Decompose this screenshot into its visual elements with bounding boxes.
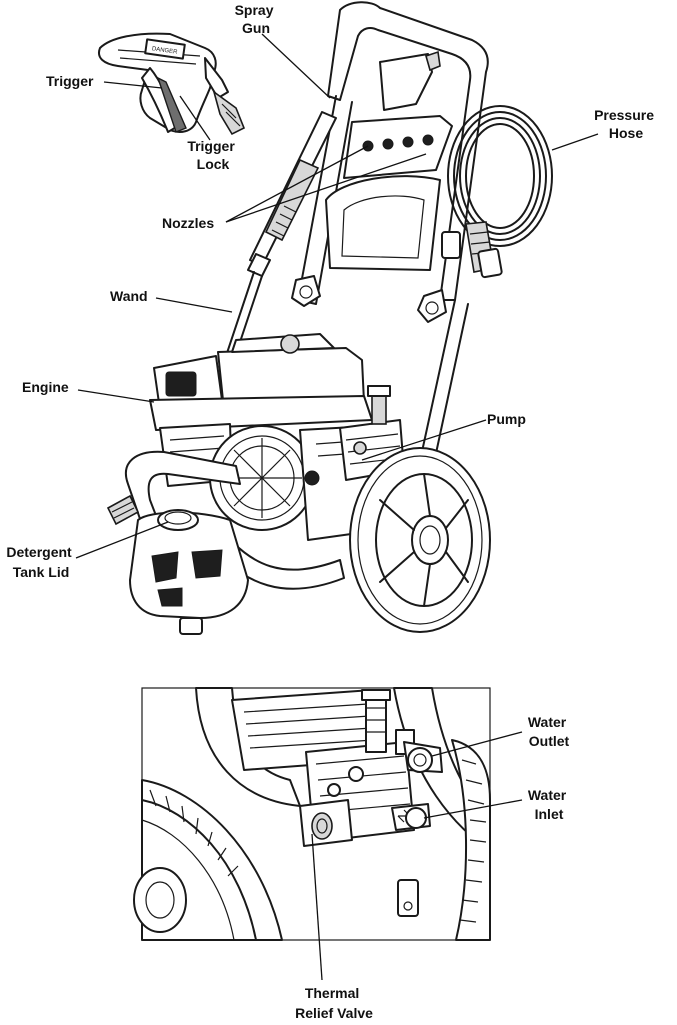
label-wand: Wand bbox=[110, 288, 148, 304]
detergent-tank bbox=[129, 509, 249, 635]
leader-wand bbox=[155, 297, 233, 313]
leader-lines bbox=[75, 33, 599, 981]
leader-spray-gun bbox=[261, 33, 331, 99]
label-pump: Pump bbox=[487, 411, 526, 427]
callout-labels: Spray Gun Trigger Trigger Lock Pressure … bbox=[6, 2, 658, 1021]
label-water-inlet: Water Inlet bbox=[528, 787, 570, 822]
frame-clamps bbox=[291, 275, 447, 323]
leader-detergent-tank-lid bbox=[75, 521, 169, 559]
leader-pressure-hose bbox=[551, 133, 599, 151]
leader-engine bbox=[77, 389, 155, 403]
label-thermal-relief-valve: Thermal Relief Valve bbox=[295, 985, 373, 1021]
leader-nozzles-1 bbox=[225, 145, 369, 223]
leader-nozzles-2 bbox=[225, 153, 427, 223]
gun-warning-text: DANGER bbox=[151, 46, 178, 56]
leader-pump bbox=[361, 419, 487, 461]
leader-trigger-lock bbox=[179, 95, 211, 141]
leader-trigger bbox=[103, 81, 163, 89]
wheel-drawing bbox=[349, 447, 491, 633]
spray-gun-inset: DANGER bbox=[98, 32, 246, 136]
nozzle-holder bbox=[325, 115, 453, 271]
leader-water-outlet bbox=[431, 731, 523, 757]
label-engine: Engine bbox=[22, 379, 69, 395]
label-water-outlet: Water Outlet bbox=[528, 714, 570, 749]
label-pressure-hose: Pressure Hose bbox=[594, 107, 658, 141]
label-spray-gun: Spray Gun bbox=[235, 2, 278, 36]
label-detergent-tank-lid: Detergent Tank Lid bbox=[6, 544, 75, 580]
label-trigger: Trigger bbox=[46, 73, 94, 89]
quick-connect-fitting bbox=[106, 494, 140, 526]
leader-thermal-relief-valve bbox=[311, 833, 323, 981]
pressure-washer-illustration: DANGER bbox=[98, 1, 553, 635]
leader-water-inlet bbox=[423, 799, 523, 819]
pump-closeup-illustration bbox=[133, 687, 491, 941]
mounted-spray-gun bbox=[379, 50, 441, 111]
label-nozzles: Nozzles bbox=[162, 215, 214, 231]
label-trigger-lock: Trigger Lock bbox=[187, 138, 238, 172]
pressure-hose-coil bbox=[441, 105, 553, 279]
